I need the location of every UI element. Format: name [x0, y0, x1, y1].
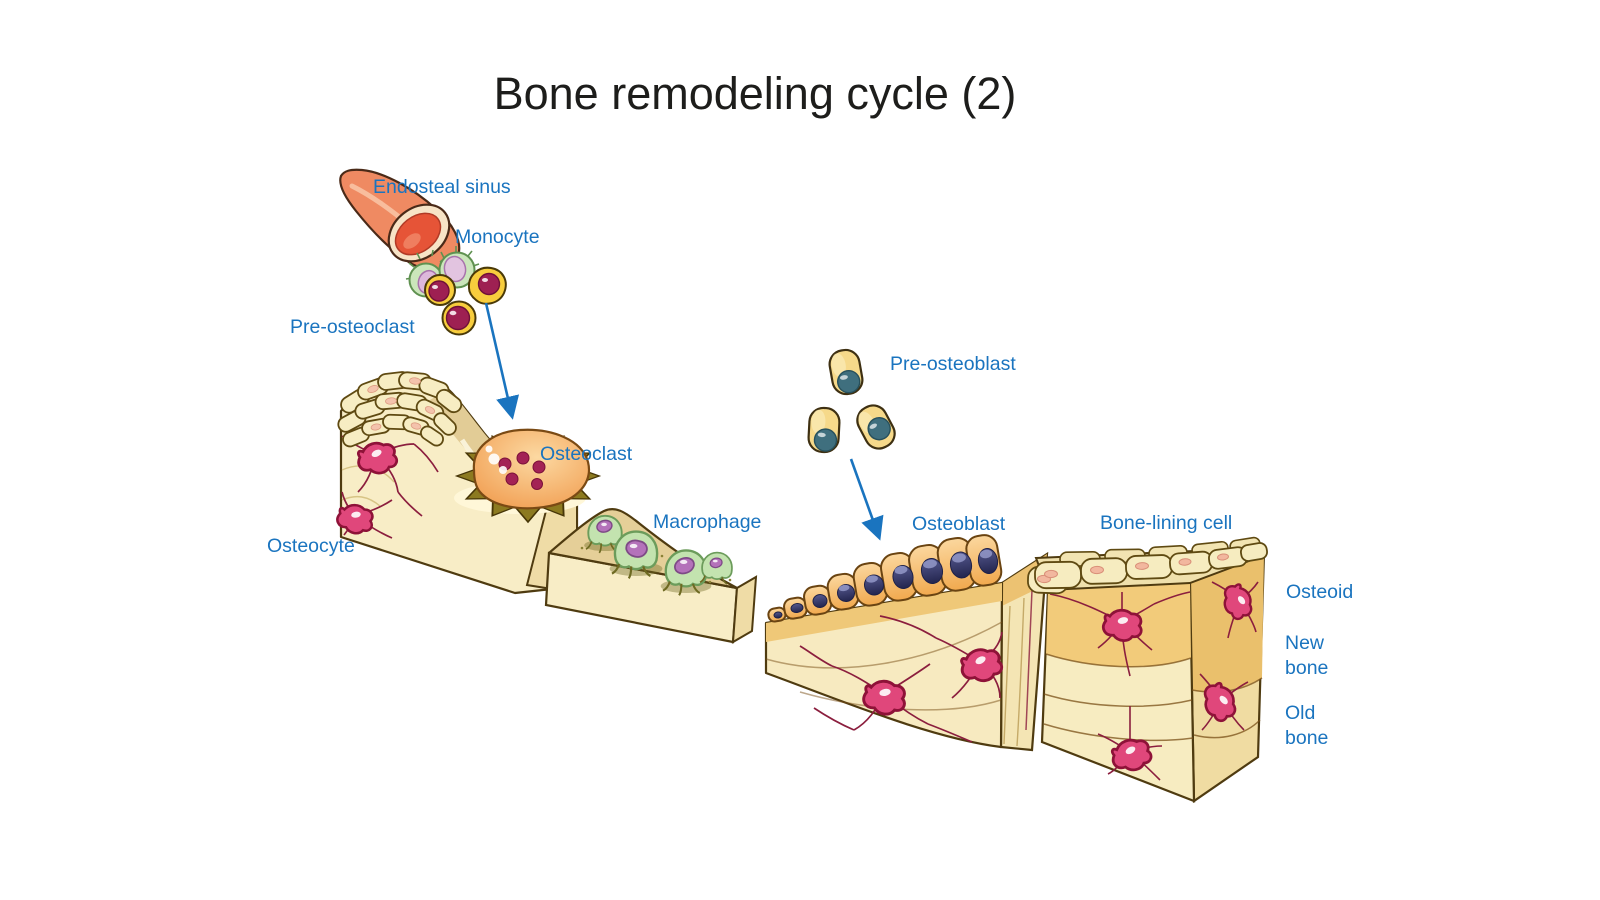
bone-block-resting: [1027, 536, 1268, 804]
label-bone-lining-cell: Bone-lining cell: [1100, 512, 1233, 534]
nuclei-gloss: [838, 549, 993, 592]
label-new-bone: New bone: [1285, 632, 1329, 679]
bone-lining-cells-mound: [337, 371, 463, 448]
differentiation-arrow-preosteoclast-to-osteoclast: [484, 302, 520, 420]
pre-osteoclast-cells: [424, 266, 507, 336]
bone-block-reversal: [544, 507, 758, 644]
osteoclast-cell: [454, 428, 602, 524]
label-osteocyte: Osteocyte: [267, 535, 355, 557]
label-pre-osteoblast: Pre-osteoblast: [890, 353, 1016, 375]
endosteal-sinus-vessel: [339, 168, 461, 272]
macrophage-cells: [584, 514, 733, 596]
label-monocyte: Monocyte: [455, 226, 540, 248]
pre-osteoblast-cells: [807, 348, 896, 454]
differentiation-arrow-preosteoblast-to-osteoblast: [849, 458, 884, 541]
label-old-bone: Old bone: [1285, 702, 1329, 749]
label-osteoid: Osteoid: [1286, 581, 1354, 603]
label-endosteal-sinus: Endosteal sinus: [373, 176, 511, 198]
bone-lining-cells-top: [1027, 536, 1268, 595]
lining-cell-nuclei: [1037, 553, 1229, 584]
lamellae-lines: [1043, 653, 1263, 742]
label-pre-osteoclast: Pre-osteoclast: [290, 316, 415, 338]
bone-block-formation: [764, 534, 1049, 752]
osteoblast-cells: [767, 534, 1003, 623]
label-osteoblast: Osteoblast: [912, 513, 1006, 535]
lining-cell-nuclei: [367, 377, 436, 431]
label-osteoclast: Osteoclast: [540, 443, 633, 465]
bone-block-resorption: [334, 371, 602, 595]
page-title: Bone remodeling cycle (2): [493, 68, 1017, 119]
label-macrophage: Macrophage: [653, 511, 762, 533]
